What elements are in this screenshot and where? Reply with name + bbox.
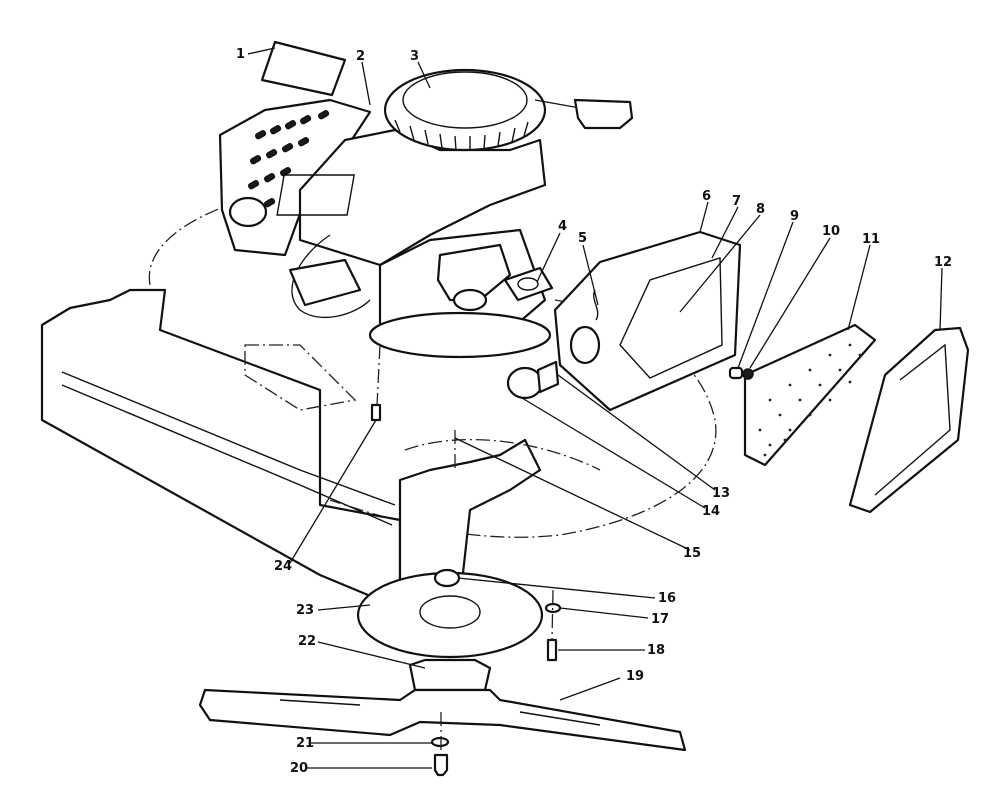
callout-labels: 1 2 3 4 5 6 7 8 9 10 11 12 13 14 15 16 1… bbox=[236, 47, 952, 776]
air-cleaner-base-inner bbox=[619, 257, 723, 379]
deck-skirt-inner-edge bbox=[61, 371, 396, 526]
callout-24: 24 bbox=[274, 559, 292, 574]
callout-20: 20 bbox=[290, 761, 308, 776]
air-cleaner-cover-edge bbox=[874, 343, 951, 496]
callout-22: 22 bbox=[298, 634, 316, 649]
callout-23: 23 bbox=[296, 603, 314, 618]
callout-18: 18 bbox=[647, 643, 665, 658]
callout-9: 9 bbox=[790, 209, 799, 224]
callout-13: 13 bbox=[712, 486, 730, 501]
callout-8: 8 bbox=[756, 202, 765, 217]
recoil-starter-cup bbox=[402, 71, 528, 129]
alignment-line-bolt-18 bbox=[551, 589, 554, 641]
deck-opening-outline bbox=[244, 344, 357, 411]
air-cleaner-cover bbox=[848, 326, 970, 514]
mower-deck bbox=[40, 184, 717, 607]
spacer-9 bbox=[728, 366, 744, 380]
air-cleaner-base bbox=[553, 230, 742, 412]
primer-retainer bbox=[536, 360, 560, 394]
ignition-coil bbox=[288, 258, 362, 307]
bolt-20 bbox=[433, 753, 449, 777]
bolt-18 bbox=[546, 638, 558, 662]
callout-3: 3 bbox=[410, 49, 419, 64]
muffler-outlet bbox=[228, 196, 268, 228]
discharge-chute-outline bbox=[404, 438, 601, 471]
callout-14: 14 bbox=[702, 504, 720, 519]
starter-rope bbox=[534, 99, 581, 109]
callout-5: 5 bbox=[578, 231, 587, 246]
callout-17: 17 bbox=[651, 612, 669, 627]
callout-7: 7 bbox=[732, 194, 741, 209]
blade-adapter-hub bbox=[408, 658, 492, 692]
callout-12: 12 bbox=[934, 255, 952, 270]
engine-assembly bbox=[218, 40, 634, 359]
recoil-vents bbox=[394, 119, 529, 151]
recoil-starter bbox=[383, 68, 547, 152]
callout-11: 11 bbox=[862, 232, 880, 247]
air-cleaner-intake bbox=[569, 325, 601, 365]
callout-10: 10 bbox=[822, 224, 840, 239]
mower-blade bbox=[198, 688, 687, 752]
deck-rear-skirt bbox=[40, 288, 402, 602]
callout-16: 16 bbox=[658, 591, 676, 606]
housing-label-panel bbox=[276, 174, 355, 216]
filter-texture bbox=[758, 343, 862, 457]
engine-base-flange bbox=[368, 311, 552, 359]
ignition-wire bbox=[291, 234, 371, 318]
washer-21 bbox=[430, 736, 450, 748]
bushing-16 bbox=[433, 568, 461, 588]
blower-housing bbox=[298, 128, 547, 267]
leader-lines bbox=[247, 47, 943, 769]
washer-17 bbox=[544, 602, 562, 614]
callout-1: 1 bbox=[236, 47, 245, 62]
starter-handle bbox=[573, 98, 634, 130]
callout-19: 19 bbox=[626, 669, 644, 684]
nut-10 bbox=[742, 368, 754, 380]
callout-4: 4 bbox=[558, 219, 567, 234]
alignment-line-bolt-24 bbox=[376, 344, 381, 406]
bolt-24 bbox=[370, 403, 382, 422]
primer-bulb bbox=[506, 366, 544, 400]
blade-slots bbox=[279, 699, 601, 726]
filter-element bbox=[743, 323, 877, 467]
callout-21: 21 bbox=[296, 736, 314, 751]
callout-2: 2 bbox=[356, 49, 365, 64]
callout-15: 15 bbox=[683, 546, 701, 561]
blade-adapter-inner bbox=[419, 595, 481, 629]
callout-6: 6 bbox=[702, 189, 711, 204]
gasket-hole bbox=[517, 277, 539, 291]
carburetor-bowl bbox=[452, 288, 488, 312]
shield-plate bbox=[260, 40, 347, 97]
